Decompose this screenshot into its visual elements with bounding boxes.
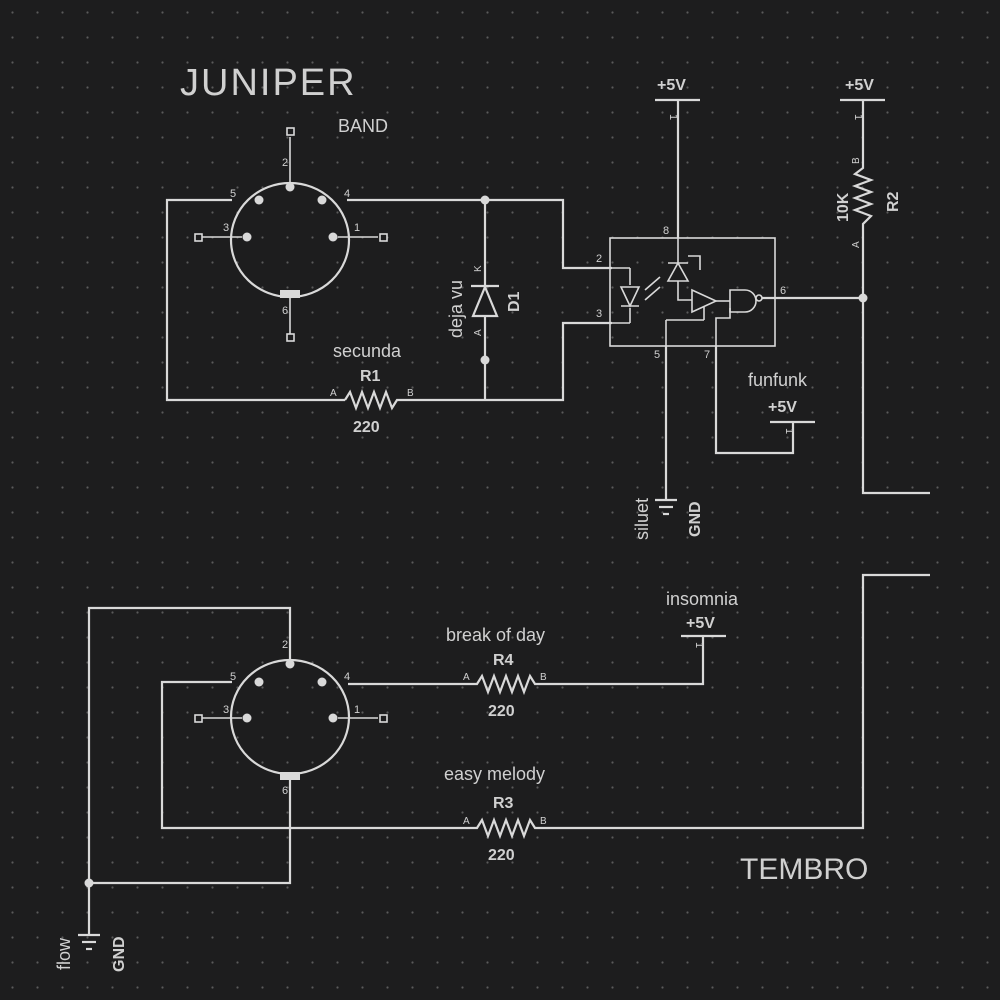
din-top-pin-4: 4 bbox=[344, 188, 350, 200]
d1-name: deja vu bbox=[446, 280, 466, 338]
r3-value: 220 bbox=[488, 847, 515, 864]
ground-symbol-2 bbox=[78, 933, 100, 951]
r2-ref: R2 bbox=[885, 191, 902, 212]
opto-pin-7: 7 bbox=[704, 349, 710, 361]
vcc-4-label: +5V bbox=[686, 615, 715, 632]
r3-name: easy melody bbox=[444, 764, 545, 784]
din-bottom-pin-3: 3 bbox=[223, 704, 229, 716]
gnd-1-label: GND bbox=[687, 501, 704, 537]
junction-d1-bottom bbox=[480, 355, 490, 365]
r3-pin-a: A bbox=[463, 816, 470, 827]
d1-pin-a: A bbox=[473, 329, 484, 336]
vcc-2-label: +5V bbox=[845, 77, 874, 94]
subtitle: BAND bbox=[338, 116, 388, 136]
din-bottom-pin-1: 1 bbox=[354, 704, 360, 716]
r3-pin-b: B bbox=[540, 816, 547, 827]
r1-ref: R1 bbox=[360, 368, 381, 385]
din-bottom-pin-5: 5 bbox=[230, 671, 236, 683]
r1-pin-a: A bbox=[330, 388, 337, 399]
r2-pin-a: A bbox=[851, 241, 862, 248]
r4-ref: R4 bbox=[493, 652, 514, 669]
wire-r3-out bbox=[543, 573, 930, 830]
din-bottom-pin-4: 4 bbox=[344, 671, 350, 683]
vcc-4-pin: 1 bbox=[693, 642, 705, 648]
vcc-3-pin: 1 bbox=[783, 428, 795, 434]
wire-opto7-funfunk bbox=[714, 346, 795, 455]
optocoupler[interactable]: 2 3 8 5 7 6 bbox=[596, 225, 786, 361]
din-top-pin-3: 3 bbox=[223, 222, 229, 234]
din-top-pin-5: 5 bbox=[230, 188, 236, 200]
r2-pin-b: B bbox=[851, 157, 862, 164]
diode-d1[interactable]: deja vu D1 A K bbox=[446, 265, 523, 338]
vcc-2-pin: 1 bbox=[852, 114, 864, 120]
wire-r1-opto3 bbox=[400, 321, 612, 402]
resistor-r4[interactable]: break of day R4 220 A B bbox=[446, 625, 547, 720]
bottom-title: TEMBRO bbox=[740, 853, 868, 886]
din-top-pin-2: 2 bbox=[282, 157, 288, 169]
r3-ref: R3 bbox=[493, 795, 514, 812]
opto-pin-5: 5 bbox=[654, 349, 660, 361]
r4-value: 220 bbox=[488, 703, 515, 720]
vcc-3-label: +5V bbox=[768, 399, 797, 416]
junction-d1-top bbox=[480, 195, 490, 205]
wire-din4-opto2 bbox=[347, 198, 612, 270]
wire-r2-out bbox=[861, 237, 930, 495]
resistor-r1[interactable]: secunda R1 220 A B bbox=[330, 341, 414, 436]
vcc-1-pin: 1 bbox=[667, 114, 679, 120]
r2-value: 10K bbox=[835, 192, 852, 222]
din-connector-top[interactable]: 2 5 4 3 1 6 bbox=[194, 127, 388, 342]
gnd-2-label: GND bbox=[111, 936, 128, 972]
siluet-label: siluet bbox=[632, 498, 652, 540]
wire-din5-r1 bbox=[165, 198, 345, 402]
junction-gnd bbox=[84, 878, 94, 888]
din-bottom-pin-2: 2 bbox=[282, 639, 288, 651]
wire-r4-insomnia bbox=[543, 636, 705, 686]
opto-pin-2: 2 bbox=[596, 253, 602, 265]
resistor-r3[interactable]: easy melody R3 220 A B bbox=[444, 764, 547, 864]
wire-din2-gnd bbox=[87, 606, 292, 935]
din-top-pin-1: 1 bbox=[354, 222, 360, 234]
flow-label: flow bbox=[54, 937, 74, 970]
opto-pin-6: 6 bbox=[780, 285, 786, 297]
insomnia-label: insomnia bbox=[666, 589, 739, 609]
d1-ref: D1 bbox=[506, 291, 523, 312]
r4-name: break of day bbox=[446, 625, 545, 645]
din-bottom-pin-6: 6 bbox=[282, 785, 288, 797]
r4-pin-b: B bbox=[540, 672, 547, 683]
d1-pin-k: K bbox=[473, 265, 484, 272]
wire-din6-gnd bbox=[89, 780, 292, 885]
r4-pin-a: A bbox=[463, 672, 470, 683]
din-top-pin-6: 6 bbox=[282, 305, 288, 317]
vcc-1-label: +5V bbox=[657, 77, 686, 94]
resistor-r2[interactable]: 10K R2 B A bbox=[835, 157, 902, 248]
title: JUNIPER bbox=[180, 62, 357, 104]
ground-symbol-1 bbox=[655, 498, 677, 516]
opto-pin-8: 8 bbox=[663, 225, 669, 237]
r1-value: 220 bbox=[353, 419, 380, 436]
funfunk-label: funfunk bbox=[748, 370, 808, 390]
r1-pin-b: B bbox=[407, 388, 414, 399]
wire-din5-r3 bbox=[160, 680, 470, 830]
opto-pin-3: 3 bbox=[596, 308, 602, 320]
r1-name: secunda bbox=[333, 341, 402, 361]
